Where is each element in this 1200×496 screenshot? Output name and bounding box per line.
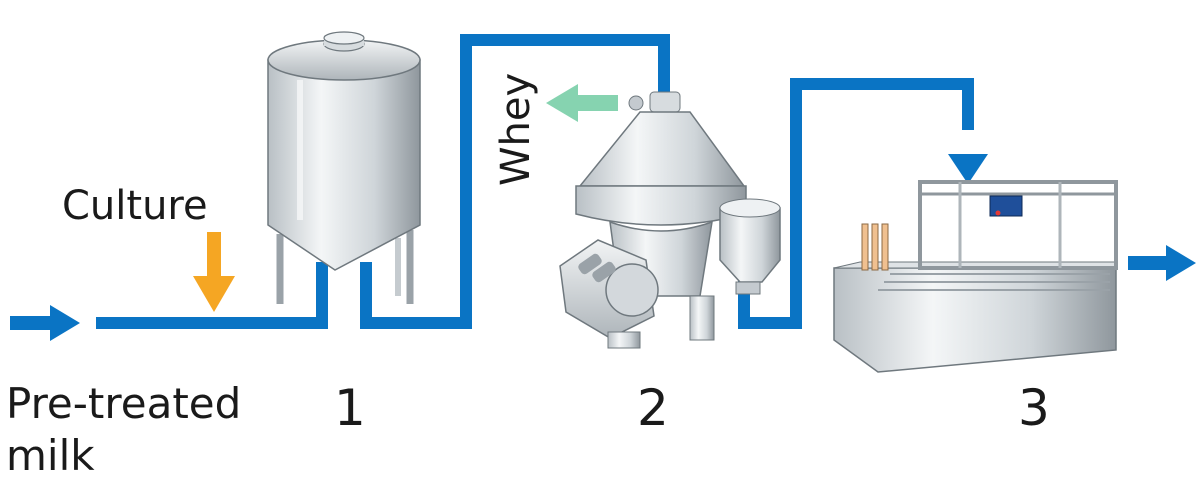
- step-2-number: 2: [637, 379, 669, 437]
- feed-arrow-icon: [948, 154, 988, 184]
- pipe-line: [96, 34, 974, 329]
- step-1-number: 1: [334, 379, 366, 437]
- culture-label: Culture: [62, 183, 208, 229]
- output-arrow-icon: [1128, 245, 1196, 281]
- whey-label: Whey: [493, 72, 539, 186]
- cheese-vat-icon: [833, 180, 1118, 373]
- tank-icon: [267, 31, 421, 304]
- input-arrow-icon: [10, 305, 80, 341]
- step-3-number: 3: [1018, 379, 1050, 437]
- input-label-line-1: Pre-treated: [6, 379, 242, 428]
- whey-arrow-icon: [546, 84, 618, 122]
- input-label: Pre-treated milk: [6, 378, 241, 482]
- separator-icon: [559, 91, 781, 349]
- culture-arrow-icon: [193, 232, 235, 312]
- input-label-line-2: milk: [6, 431, 95, 480]
